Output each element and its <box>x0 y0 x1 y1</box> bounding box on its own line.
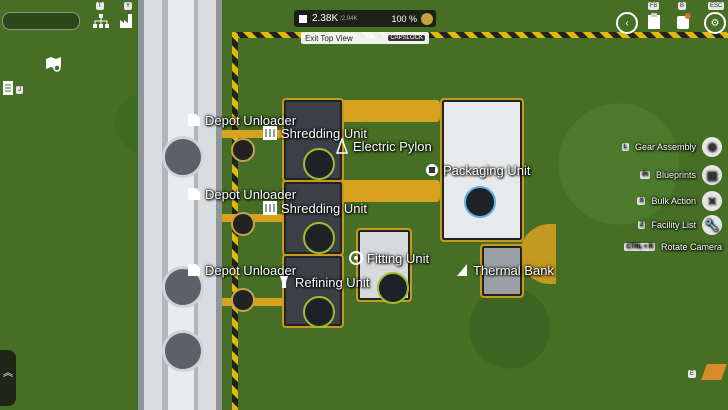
shredding-unit-icon <box>262 200 278 216</box>
key-esc: ESC <box>708 2 725 10</box>
electric-pylon-label[interactable]: Electric Pylon <box>334 136 432 154</box>
depot-unloader-label[interactable]: Depot Unloader <box>186 186 296 202</box>
unloader-item-bubble[interactable] <box>231 138 255 162</box>
transport-pipe <box>222 214 292 222</box>
menu-bulk-action[interactable]: X Bulk Action ✕ <box>637 190 722 212</box>
exit-top-view-hint[interactable]: Exit Top View CAPSLOCK <box>301 32 429 44</box>
depot-unloader-label[interactable]: Depot Unloader <box>186 112 296 128</box>
machine-output-slot[interactable] <box>303 296 335 328</box>
packaging-unit-icon <box>424 162 440 178</box>
pylon-icon <box>334 136 350 154</box>
key-y: Y <box>124 2 133 10</box>
thermal-bank-label[interactable]: Thermal Bank <box>454 262 554 278</box>
resource-cap: /2.94K <box>340 15 358 22</box>
thermal-bank[interactable] <box>480 244 524 298</box>
menu-rotate-camera[interactable]: CTRL + R Rotate Camera <box>624 242 722 252</box>
build-mode-icon[interactable] <box>701 364 727 380</box>
blueprint-icon: ▤ <box>702 165 722 185</box>
gear-assembly-icon: ⚙ <box>702 137 722 157</box>
key-e: E <box>688 370 697 378</box>
currency-icon <box>298 14 308 24</box>
network-icon[interactable] <box>93 14 109 28</box>
menu-facility-list[interactable]: Z Facility List 🔧 <box>637 214 722 236</box>
map-search-icon[interactable] <box>45 57 63 73</box>
settings-gear-icon[interactable]: ⚙ <box>704 12 726 34</box>
key-f8: F8 <box>648 2 660 10</box>
backpack-icon[interactable] <box>674 12 692 30</box>
refining-unit-icon <box>276 274 292 290</box>
key-b: B <box>678 2 687 10</box>
menu-blueprints[interactable]: PI Blueprints ▤ <box>640 164 722 186</box>
wrench-icon: 🔧 <box>702 215 722 235</box>
shredding-unit-label[interactable]: Shredding Unit <box>262 125 367 141</box>
search-bar[interactable] <box>2 12 80 30</box>
unloader-item-bubble[interactable] <box>231 212 255 236</box>
menu-gear-assembly[interactable]: L Gear Assembly ⚙ <box>621 136 722 158</box>
transport-pipe <box>340 180 440 202</box>
document-icon[interactable] <box>2 80 14 96</box>
transport-pipe <box>340 100 440 122</box>
power-icon <box>421 12 433 25</box>
refining-unit-label[interactable]: Refining Unit <box>276 274 369 290</box>
machine-output-slot[interactable] <box>303 222 335 254</box>
transport-pipe <box>222 298 292 306</box>
key-t: T <box>96 2 104 10</box>
chevron-up-icon: ︽ <box>3 368 13 379</box>
transport-pipe <box>222 130 292 138</box>
bulk-action-icon: ✕ <box>702 191 722 211</box>
power-percent: 100 % <box>391 13 417 24</box>
depot-unloader-icon <box>186 112 202 128</box>
capslock-key: CAPSLOCK <box>388 35 425 41</box>
clipboard-icon[interactable] <box>646 12 662 30</box>
thermal-bank-icon <box>454 262 470 278</box>
fitting-unit-label[interactable]: Fitting Unit <box>348 250 429 266</box>
shredding-unit-icon <box>262 125 278 141</box>
unloader-item-bubble[interactable] <box>231 288 255 312</box>
key-j: J <box>16 86 23 94</box>
back-icon[interactable]: ‹ <box>616 12 638 34</box>
packaging-unit-label[interactable]: Packaging Unit <box>424 162 530 178</box>
factory-icon[interactable] <box>120 14 136 28</box>
fitting-unit-icon <box>348 250 364 266</box>
depot-unloader-label[interactable]: Depot Unloader <box>186 262 296 278</box>
machine-output-slot[interactable] <box>377 272 409 304</box>
machine-output-slot[interactable] <box>303 148 335 180</box>
zone-boundary <box>232 32 728 38</box>
resource-value: 2.38K <box>312 13 339 24</box>
resource-bar: 2.38K /2.94K 100 % <box>294 10 436 27</box>
expand-panel-tab[interactable]: ︽ <box>0 350 16 406</box>
belt-node <box>162 330 204 372</box>
packaging-unit[interactable] <box>440 98 524 242</box>
depot-unloader-icon <box>186 262 202 278</box>
machine-output-slot[interactable] <box>464 186 496 218</box>
belt-node <box>162 136 204 178</box>
shredding-unit-label[interactable]: Shredding Unit <box>262 200 367 216</box>
depot-unloader-icon <box>186 186 202 202</box>
